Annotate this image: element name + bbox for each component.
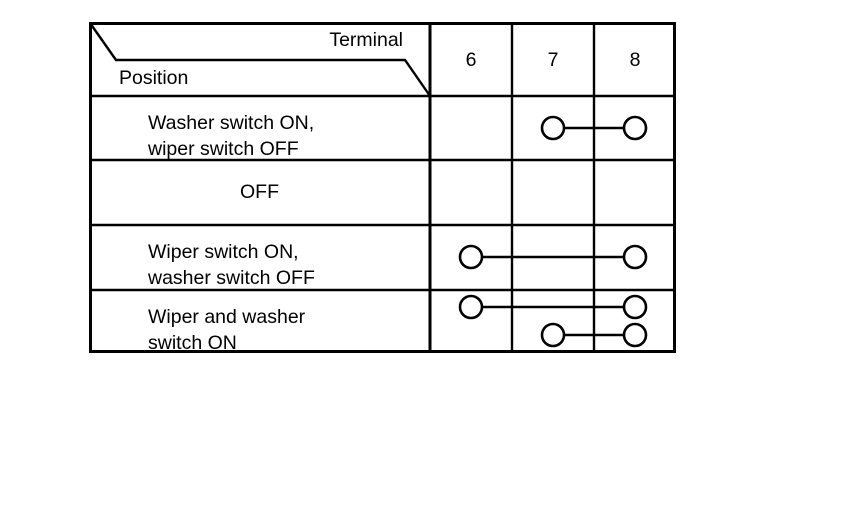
header-position-label: Position	[119, 67, 189, 89]
terminal-node-7-lower	[540, 322, 566, 348]
terminal-column-header-6: 6	[465, 49, 477, 71]
terminal-node-6-upper	[458, 294, 484, 320]
connection-row-4	[458, 294, 648, 348]
table-outer-border	[89, 22, 676, 353]
terminal-node-8-upper	[622, 294, 648, 320]
connection-row-1	[540, 115, 648, 141]
terminal-node-6	[458, 244, 484, 270]
position-label-row-3-line-2: washer switch OFF	[148, 267, 315, 289]
position-label-row-4-line-1: Wiper and washer	[148, 306, 306, 328]
header-terminal-label: Terminal	[329, 29, 403, 51]
terminal-node-8-lower	[622, 322, 648, 348]
terminal-column-header-7: 7	[547, 49, 559, 71]
header-diagonal-divider	[89, 22, 431, 97]
position-label-row-4: Wiper and washer switch ON	[148, 304, 430, 356]
connection-row-3	[458, 244, 648, 270]
terminal-node-8	[622, 115, 648, 141]
continuity-table: Terminal Position 6 7 8 Washer switch ON…	[89, 22, 676, 356]
position-label-row-2: OFF	[89, 179, 430, 205]
terminal-column-header-8: 8	[629, 49, 641, 71]
position-label-row-4-line-2: switch ON	[148, 332, 237, 354]
terminal-node-8	[622, 244, 648, 270]
position-label-row-3-line-1: Wiper switch ON,	[148, 241, 299, 263]
position-label-row-2-line-1: OFF	[240, 181, 279, 203]
position-label-row-1: Washer switch ON, wiper switch OFF	[148, 110, 430, 162]
position-label-row-1-line-2: wiper switch OFF	[148, 138, 299, 160]
terminal-node-7	[540, 115, 566, 141]
position-label-row-1-line-1: Washer switch ON,	[148, 112, 315, 134]
table-grid-svg	[89, 22, 676, 353]
position-label-row-3: Wiper switch ON, washer switch OFF	[148, 239, 430, 291]
